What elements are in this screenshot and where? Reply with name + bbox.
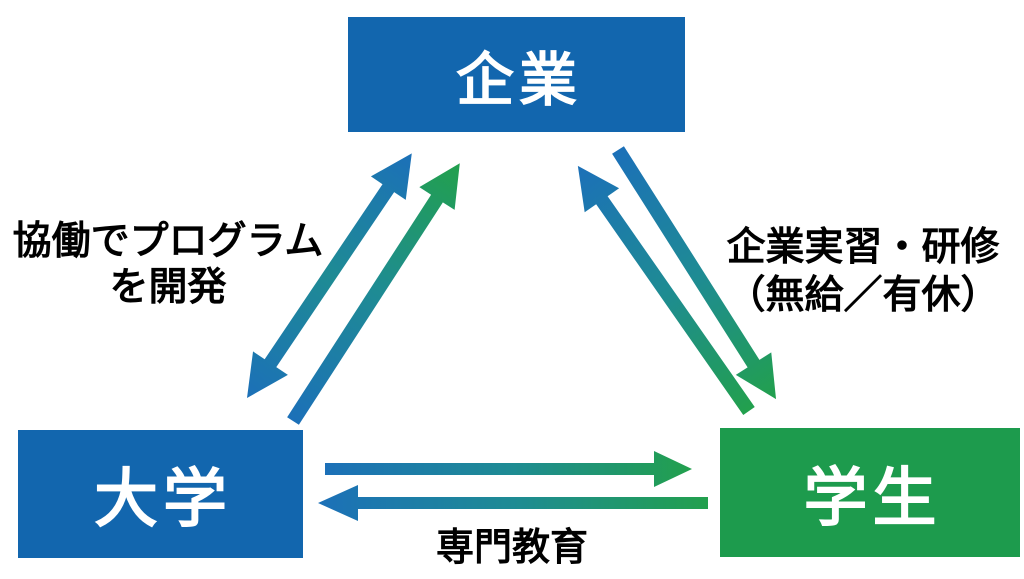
arrow-university-to-company: [287, 163, 460, 425]
company-node-label: 企業: [455, 47, 582, 113]
arrow-student-to-university: [318, 485, 708, 521]
arrow-university-to-student: [325, 451, 692, 487]
company-node: 企業: [348, 17, 685, 132]
arrow-student-to-company: [577, 165, 755, 416]
edge-label-university-student: 専門教育: [435, 527, 588, 569]
student-node-label: 学生: [803, 461, 942, 534]
edge-label-company-student: 企業実習・研修 （無給／有休）: [726, 226, 1000, 317]
arrow-company-to-student: [612, 146, 777, 400]
edge-label-university-company: 協働でプログラム を開発: [12, 220, 324, 310]
student-node: 学生: [720, 428, 1020, 557]
arrow-company-university-double: [247, 153, 412, 398]
university-node: 大学: [18, 430, 303, 558]
university-node-label: 大学: [94, 463, 232, 535]
